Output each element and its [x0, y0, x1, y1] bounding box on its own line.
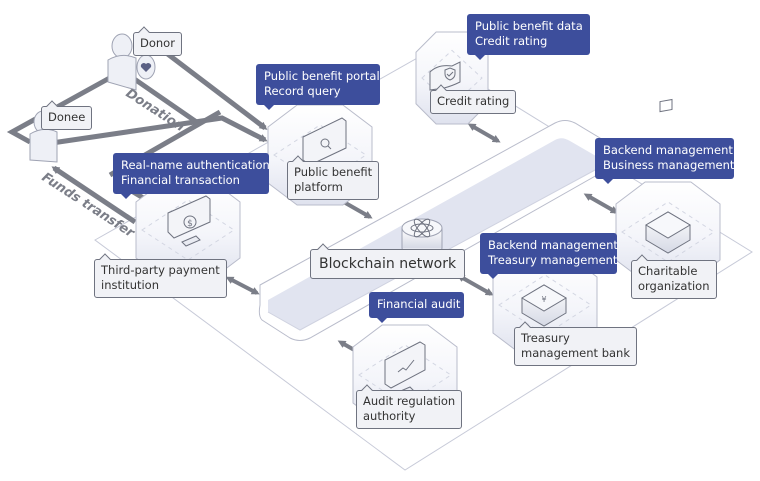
donation-line — [128, 73, 200, 126]
callout-line: Record query — [264, 84, 341, 98]
callout-line: Public benefit portal — [264, 69, 380, 83]
label-line: Charitable — [638, 264, 698, 278]
label-line: authority — [363, 409, 416, 423]
charity-blockchain-arrow — [583, 193, 619, 214]
blockchain-network-label: Blockchain network — [310, 249, 466, 279]
donor-label: Donor — [133, 32, 182, 56]
svg-text:¥: ¥ — [541, 295, 546, 304]
payment-blockchain-arrow — [225, 276, 260, 295]
donee-to-platform-line — [44, 115, 268, 147]
credit-rating-label-text: Credit rating — [437, 94, 510, 108]
audit-authority-callout: Financial audit — [369, 292, 464, 323]
label-line: Public benefit — [294, 165, 373, 179]
person-heart-icon — [107, 33, 156, 91]
third-party-payment-callout: Real-name authentication Financial trans… — [113, 153, 270, 199]
label-line: Audit regulation — [363, 394, 456, 408]
funds-transfer-arrow — [51, 165, 137, 225]
dollar-monitor-icon: $ — [167, 195, 211, 247]
callout-line: Financial audit — [377, 297, 461, 311]
blockchain-network-label-text: Blockchain network — [319, 256, 457, 272]
donee-label-text: Donee — [48, 110, 86, 124]
treasury-blockchain-arrow — [456, 274, 494, 296]
public-benefit-platform-callout: Public benefit portal Record query — [256, 64, 380, 110]
callout-line: Credit rating — [475, 34, 548, 48]
charitable-organization-label: Charitable organization — [631, 260, 717, 299]
svg-text:$: $ — [187, 219, 193, 229]
donor-donee-line — [6, 72, 117, 145]
label-line: management bank — [521, 346, 630, 360]
callout-line: Treasury management — [488, 253, 618, 267]
donee-label: Donee — [41, 106, 93, 130]
label-line: Treasury — [521, 331, 570, 345]
credit-rating-label: Credit rating — [430, 90, 517, 114]
donor-to-portal-line — [163, 50, 268, 130]
audit-authority-label: Audit regulation authority — [356, 390, 463, 429]
callout-line: Financial transaction — [121, 173, 240, 187]
heart-server-icon — [645, 98, 691, 254]
treasury-bank-label: Treasury management bank — [514, 327, 637, 366]
callout-line: Business management — [603, 158, 735, 172]
label-line: platform — [294, 180, 343, 194]
credit-rating-base-inner — [421, 49, 483, 107]
platform-blockchain-arrow — [337, 198, 373, 219]
callout-line: Backend management — [488, 238, 618, 252]
callout-line: Real-name authentication — [121, 158, 270, 172]
callout-line: Backend management — [603, 143, 733, 157]
credit-rating-callout: Public benefit data Credit rating — [467, 14, 590, 60]
treasury-bank-callout: Backend management Treasury management — [480, 233, 618, 279]
credit-blockchain-arrow — [467, 123, 501, 143]
donor-figure — [107, 33, 156, 91]
label-line: organization — [638, 279, 710, 293]
label-line: institution — [101, 278, 160, 292]
public-benefit-platform-label: Public benefit platform — [287, 161, 380, 200]
label-line: Third-party payment — [101, 263, 220, 277]
yen-server-icon: ¥ — [521, 284, 567, 327]
shield-check-icon — [429, 61, 461, 91]
charitable-organization-callout: Backend management Business management — [595, 138, 735, 184]
donor-label-text: Donor — [140, 36, 175, 50]
third-party-payment-label: Third-party payment institution — [94, 259, 227, 298]
callout-line: Public benefit data — [475, 19, 583, 33]
